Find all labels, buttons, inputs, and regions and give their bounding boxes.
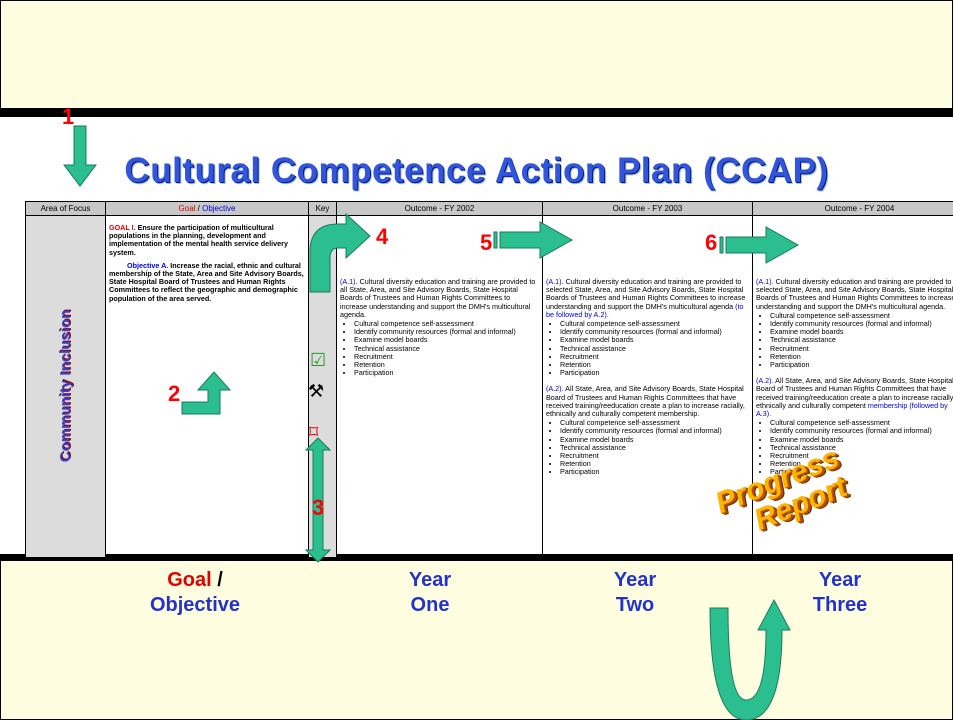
list-item: Cultural competence self-assessment bbox=[354, 319, 539, 328]
checkbox-check-icon: ☑ bbox=[310, 350, 327, 370]
area-cell: Community Inclusion bbox=[25, 215, 106, 558]
bottom-divider bbox=[0, 554, 953, 561]
list-item: Retention bbox=[560, 360, 749, 369]
callout-number-1: 1 bbox=[62, 104, 75, 129]
list-item: Examine model boards bbox=[560, 336, 749, 344]
fy2004-cell: (A.1). Cultural diversity education and … bbox=[752, 215, 953, 558]
list-item: Retention bbox=[770, 460, 953, 468]
list-item: Cultural competence self-assessment bbox=[770, 311, 953, 320]
fy2004-a2-tail: membership (followed by A.3). bbox=[756, 400, 948, 419]
tools-icon: ⚒ bbox=[308, 381, 325, 401]
list-item: Cultural competence self-assessment bbox=[560, 419, 749, 427]
list-item: Recruitment bbox=[560, 451, 749, 460]
fy2003-cell: (A.1). Cultural diversity education and … bbox=[542, 215, 753, 558]
list-item: Cultural competence self-assessment bbox=[560, 319, 749, 328]
fy2004-a1-id: (A.1). bbox=[756, 277, 774, 286]
list-item: Technical assistance bbox=[354, 344, 539, 353]
list-item: Recruitment bbox=[770, 451, 953, 460]
list-item: Retention bbox=[770, 352, 953, 361]
top-divider bbox=[0, 108, 953, 117]
fy2003-a1-text: Cultural diversity education and trainin… bbox=[546, 277, 746, 311]
table-row: Community Inclusion GOAL I. Ensure the p… bbox=[25, 215, 953, 558]
area-label: Community Inclusion bbox=[56, 309, 74, 463]
callout-number-5: 5 bbox=[480, 230, 493, 255]
list-item: Technical assistance bbox=[770, 443, 953, 452]
list-item: Identify community resources (formal and… bbox=[560, 328, 749, 336]
list-item: Recruitment bbox=[560, 352, 749, 361]
list-item: Identify community resources (formal and… bbox=[770, 427, 953, 435]
header-key: Key bbox=[308, 201, 337, 216]
list-item: Retention bbox=[560, 460, 749, 468]
list-item: Participation bbox=[560, 468, 749, 476]
callout-number-4: 4 bbox=[376, 224, 389, 249]
list-item: Participation bbox=[770, 468, 953, 476]
table-header-row: Area of Focus Goal / Objective Key Outco… bbox=[25, 201, 953, 216]
fy2003-a2-text: All State, Area, and Site Advisory Board… bbox=[546, 384, 745, 419]
fy2003-bullets-1: Cultural competence self-assessment Iden… bbox=[546, 319, 749, 377]
fy2003-a1-tail: (to be followed by A.2). bbox=[546, 301, 744, 319]
goal-id: GOAL I. bbox=[109, 223, 136, 232]
fy2003-a1-id: (A.1). bbox=[546, 277, 564, 286]
list-item: Identify community resources (formal and… bbox=[560, 427, 749, 435]
callout-number-2: 2 bbox=[168, 381, 181, 406]
list-item: Examine model boards bbox=[770, 435, 953, 444]
header-fy2002: Outcome - FY 2002 bbox=[336, 201, 543, 216]
goal-text: Ensure the participation of multicultura… bbox=[109, 223, 288, 257]
list-item: Technical assistance bbox=[560, 344, 749, 353]
page-title: Cultural Competence Action Plan (CCAP) bbox=[124, 151, 829, 190]
goal-cell: GOAL I. Ensure the participation of mult… bbox=[105, 215, 309, 558]
list-item: Recruitment bbox=[770, 344, 953, 353]
fy2002-bullets: Cultural competence self-assessment Iden… bbox=[340, 319, 539, 377]
header-fy2004: Outcome - FY 2004 bbox=[752, 201, 953, 216]
list-item: Cultural competence self-assessment bbox=[770, 419, 953, 427]
fy2003-a2-id: (A.2). bbox=[546, 384, 564, 394]
header-area: Area of Focus bbox=[25, 201, 106, 216]
label-goal-objective: Goal / Objective bbox=[149, 569, 241, 616]
list-item: Participation bbox=[560, 369, 749, 377]
list-item: Participation bbox=[354, 369, 539, 377]
list-item: Examine model boards bbox=[770, 328, 953, 336]
red-target-icon: ⌑ bbox=[309, 422, 319, 442]
objective-text: Increase the racial, ethnic and cultural… bbox=[109, 260, 304, 303]
callout-number-3: 3 bbox=[312, 495, 325, 520]
list-item: Recruitment bbox=[354, 352, 539, 361]
list-item: Examine model boards bbox=[354, 336, 539, 344]
callout-number-6: 6 bbox=[705, 230, 718, 255]
objective-id: Objective A. bbox=[127, 260, 169, 270]
list-item: Technical assistance bbox=[560, 443, 749, 452]
list-item: Identify community resources (formal and… bbox=[354, 328, 539, 336]
list-item: Retention bbox=[354, 360, 539, 369]
action-plan-table: Area of Focus Goal / Objective Key Outco… bbox=[25, 201, 953, 558]
fy2003-bullets-2: Cultural competence self-assessment Iden… bbox=[546, 419, 749, 477]
fy2002-cell: (A.1). Cultural diversity education and … bbox=[336, 215, 543, 558]
fy2004-bullets-2: Cultural competence self-assessment Iden… bbox=[756, 419, 953, 477]
fy2002-a1-text: Cultural diversity education and trainin… bbox=[340, 277, 536, 319]
header-goal: Goal / Objective bbox=[105, 201, 309, 216]
list-item: Examine model boards bbox=[560, 435, 749, 444]
list-item: Identify community resources (formal and… bbox=[770, 319, 953, 328]
fy2004-a1-text: Cultural diversity education and trainin… bbox=[756, 277, 953, 311]
list-item: Participation bbox=[770, 360, 953, 369]
header-fy2003: Outcome - FY 2003 bbox=[542, 201, 753, 216]
fy2004-bullets-1: Cultural competence self-assessment Iden… bbox=[756, 311, 953, 369]
list-item: Technical assistance bbox=[770, 336, 953, 344]
fy2004-a2-id: (A.2). bbox=[756, 376, 774, 386]
fy2004-a2-text: All State, Area, and Site Advisory Board… bbox=[756, 376, 953, 410]
